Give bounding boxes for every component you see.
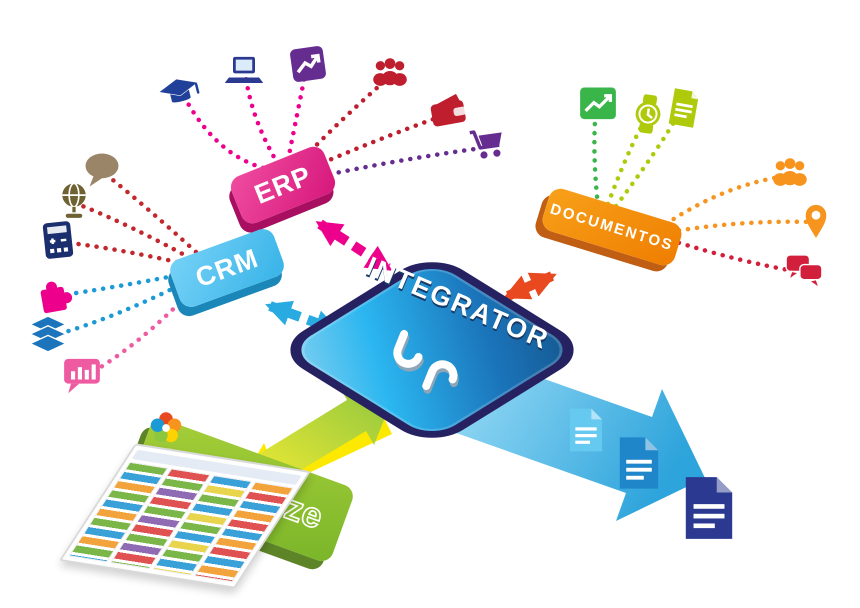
speech-bubble-icon — [80, 148, 124, 192]
note-icon — [659, 83, 710, 134]
line-chart-icon — [576, 82, 620, 126]
calculator-icon — [34, 216, 82, 264]
group-icon — [768, 152, 812, 196]
laptop-icon — [222, 50, 266, 94]
presentation-chart-icon — [283, 39, 333, 89]
erp-node: ERP — [227, 143, 339, 227]
kanban-board — [58, 443, 312, 589]
layers-icon — [26, 312, 70, 356]
erp-label: ERP — [250, 159, 316, 210]
map-pin-icon — [794, 198, 838, 242]
shopping-cart-icon — [463, 119, 513, 169]
document-icon — [680, 470, 738, 546]
crm-label: CRM — [191, 242, 263, 293]
kanbanize-flower-icon — [148, 410, 184, 446]
documentos-label: DOCUMENTOS — [548, 200, 676, 254]
document-icon — [615, 432, 663, 494]
chat-icon — [782, 248, 826, 292]
team-icon — [368, 52, 412, 96]
graduation-cap-icon — [153, 67, 206, 120]
crm-node: CRM — [166, 225, 288, 311]
document-icon — [566, 404, 606, 456]
whiteboard-chart-icon — [60, 352, 104, 396]
